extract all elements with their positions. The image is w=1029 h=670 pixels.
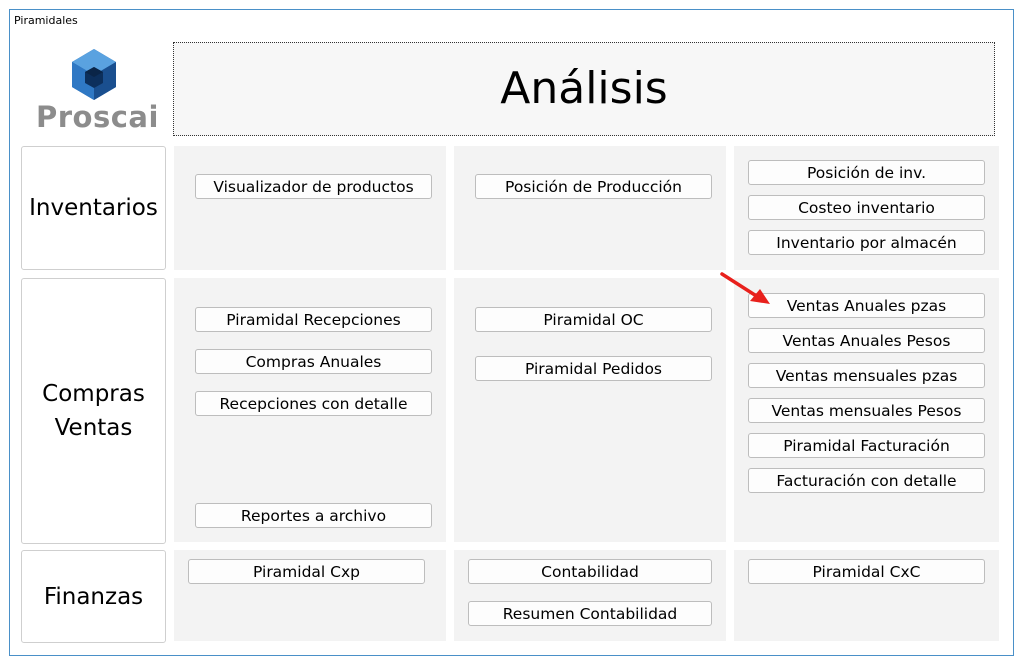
category-compras-ventas: Compras Ventas [21,278,166,544]
ventas-anuales-pesos-button[interactable]: Ventas Anuales Pesos [748,328,985,353]
inventario-almacen-button[interactable]: Inventario por almacén [748,230,985,255]
window-title: Piramidales [14,14,78,27]
category-finanzas: Finanzas [21,550,166,643]
page-title: Análisis [500,63,668,114]
logo-text: Proscai [36,100,159,134]
posicion-produccion-button[interactable]: Posición de Producción [475,174,712,199]
piramidal-recepciones-button[interactable]: Piramidal Recepciones [195,307,432,332]
facturacion-detalle-button[interactable]: Facturación con detalle [748,468,985,493]
proscai-logo: Proscai [36,46,159,142]
header-panel: Análisis [173,42,995,136]
category-label: Compras [42,381,145,407]
visualizador-productos-button[interactable]: Visualizador de productos [195,174,432,199]
red-arrow-icon [720,272,770,304]
ventas-anuales-pzas-button[interactable]: Ventas Anuales pzas [748,293,985,318]
panel-inventarios-2 [454,146,726,270]
category-inventarios: Inventarios [21,146,166,270]
resumen-contabilidad-button[interactable]: Resumen Contabilidad [468,601,712,626]
ventas-mensuales-pesos-button[interactable]: Ventas mensuales Pesos [748,398,985,423]
app-window: Piramidales Proscai Análisis Inventarios… [9,9,1014,656]
posicion-inv-button[interactable]: Posición de inv. [748,160,985,185]
category-label: Inventarios [29,195,158,221]
category-label: Ventas [54,415,133,441]
costeo-inventario-button[interactable]: Costeo inventario [748,195,985,220]
contabilidad-button[interactable]: Contabilidad [468,559,712,584]
panel-inventarios-1 [174,146,446,270]
reportes-archivo-button[interactable]: Reportes a archivo [195,503,432,528]
piramidal-pedidos-button[interactable]: Piramidal Pedidos [475,356,712,381]
category-label: Finanzas [43,583,144,610]
piramidal-cxc-button[interactable]: Piramidal CxC [748,559,985,584]
proscai-cube-icon [72,49,116,100]
piramidal-cxp-button[interactable]: Piramidal Cxp [188,559,425,584]
piramidal-oc-button[interactable]: Piramidal OC [475,307,712,332]
ventas-mensuales-pzas-button[interactable]: Ventas mensuales pzas [748,363,985,388]
piramidal-facturacion-button[interactable]: Piramidal Facturación [748,433,985,458]
recepciones-detalle-button[interactable]: Recepciones con detalle [195,391,432,416]
compras-anuales-button[interactable]: Compras Anuales [195,349,432,374]
